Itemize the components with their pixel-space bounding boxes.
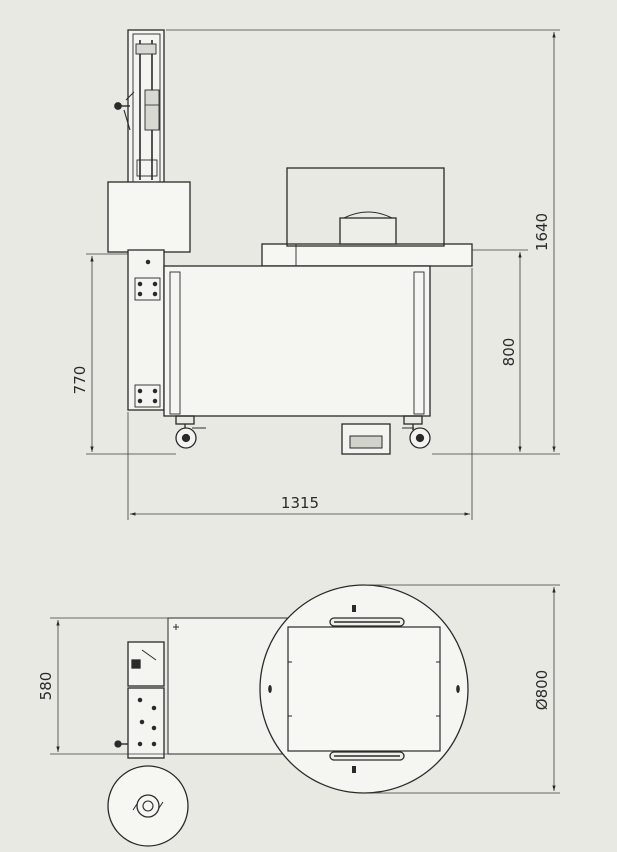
strap-coil xyxy=(107,765,189,847)
caster-left xyxy=(175,415,206,449)
dim-table-height: 800 xyxy=(500,338,518,367)
dim-height-total: 1640 xyxy=(533,213,551,251)
lower-column xyxy=(127,249,165,411)
front-view xyxy=(107,29,473,455)
turntable xyxy=(259,584,469,794)
column-top xyxy=(114,641,165,759)
adjust-knob xyxy=(114,91,135,131)
dispenser-box xyxy=(107,181,191,253)
front-dimensions xyxy=(86,29,560,520)
dim-width-total: 1315 xyxy=(281,494,319,512)
column-assembly xyxy=(127,29,165,189)
caster-right xyxy=(402,415,431,449)
top-dimensions xyxy=(50,584,560,794)
top-view xyxy=(107,584,469,847)
dim-depth: 580 xyxy=(37,672,55,701)
table-top xyxy=(261,167,473,267)
dim-turntable-diameter: Ø800 xyxy=(533,670,551,710)
table-body xyxy=(163,265,431,417)
dim-column-height: 770 xyxy=(71,366,89,395)
foot-pedal xyxy=(341,423,391,455)
